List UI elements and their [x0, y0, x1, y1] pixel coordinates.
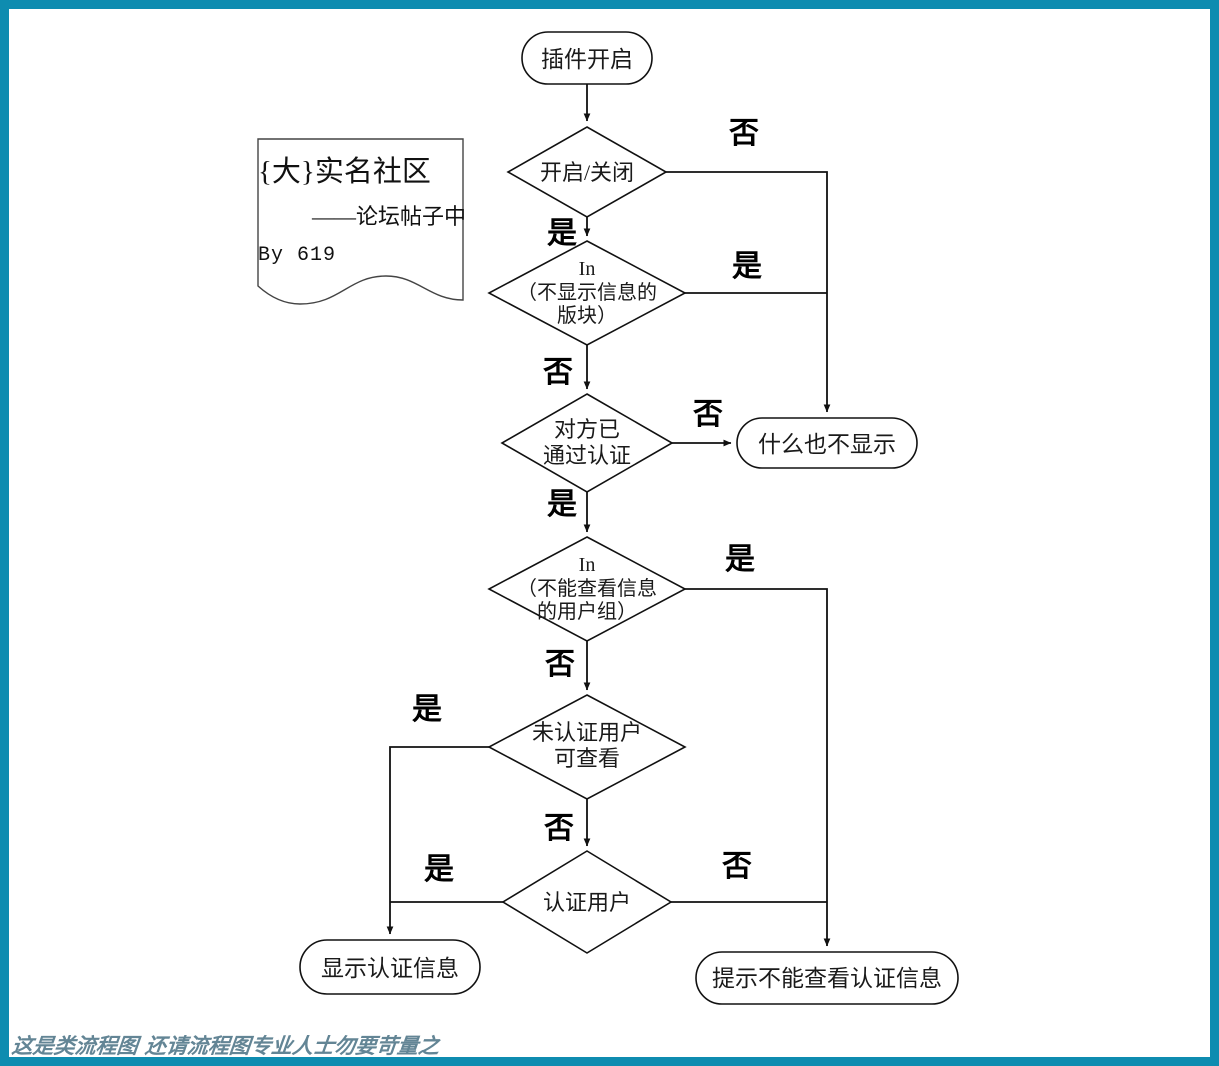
branch-label-yes-unverified-can-view: 是: [412, 692, 442, 727]
branch-label-yes-verified-user: 是: [424, 852, 454, 887]
edge-toggle-no: [666, 171, 831, 413]
branch-label-yes-peer-verified: 是: [547, 487, 577, 522]
branch-label-no-toggle: 否: [729, 116, 759, 151]
edge-unverified-can-view-yes: [386, 746, 489, 935]
branch-label-no-verified-user: 否: [722, 849, 752, 884]
branch-label-yes-toggle: 是: [547, 216, 577, 251]
node-show-nothing-label: 什么也不显示: [758, 432, 896, 457]
branch-label-yes-hidden-board: 是: [732, 249, 762, 284]
branch-label-no-peer-verified: 否: [693, 397, 723, 432]
node-show-verified-info-label: 显示认证信息: [321, 956, 459, 981]
node-decision-verified-user: [501, 850, 673, 954]
node-decision-toggle-label: 开启/关闭: [539, 160, 635, 185]
banner-shape: [257, 138, 464, 305]
banner-author: By 619: [258, 244, 337, 267]
banner-subtitle: ——论坛帖子中: [311, 204, 466, 229]
banner-note: {大}实名社区 ——论坛帖子中 By 619: [258, 148, 466, 267]
node-cannot-view-notice: [695, 951, 959, 1005]
edge-blocked-group-yes: [685, 588, 831, 947]
banner-title: {大}实名社区: [258, 156, 431, 188]
node-decision-unverified-can-view-label: 未认证用户 可查看: [531, 720, 642, 771]
branch-label-no-unverified-can-view: 否: [544, 811, 574, 846]
branch-label-yes-blocked-group: 是: [725, 542, 755, 577]
node-start-label: 插件开启: [541, 47, 633, 72]
branch-label-no-blocked-group: 否: [545, 647, 575, 682]
node-decision-peer-verified-label: 对方已 通过认证: [542, 417, 631, 468]
node-decision-hidden-board-label: In （不显示信息的 版块）: [517, 258, 657, 328]
node-decision-verified-user-label: 认证用户: [542, 890, 631, 915]
branch-label-no-hidden-board: 否: [543, 355, 573, 390]
watermark-text: 这是类流程图 还请流程图专业人士勿要苛量之: [10, 1034, 441, 1058]
node-show-verified-info: [299, 939, 481, 995]
node-cannot-view-notice-label: 提示不能查看认证信息: [712, 966, 942, 991]
node-show-nothing: [736, 417, 918, 469]
node-decision-blocked-group-label: In （不能查看信息 的用户组）: [517, 554, 657, 624]
